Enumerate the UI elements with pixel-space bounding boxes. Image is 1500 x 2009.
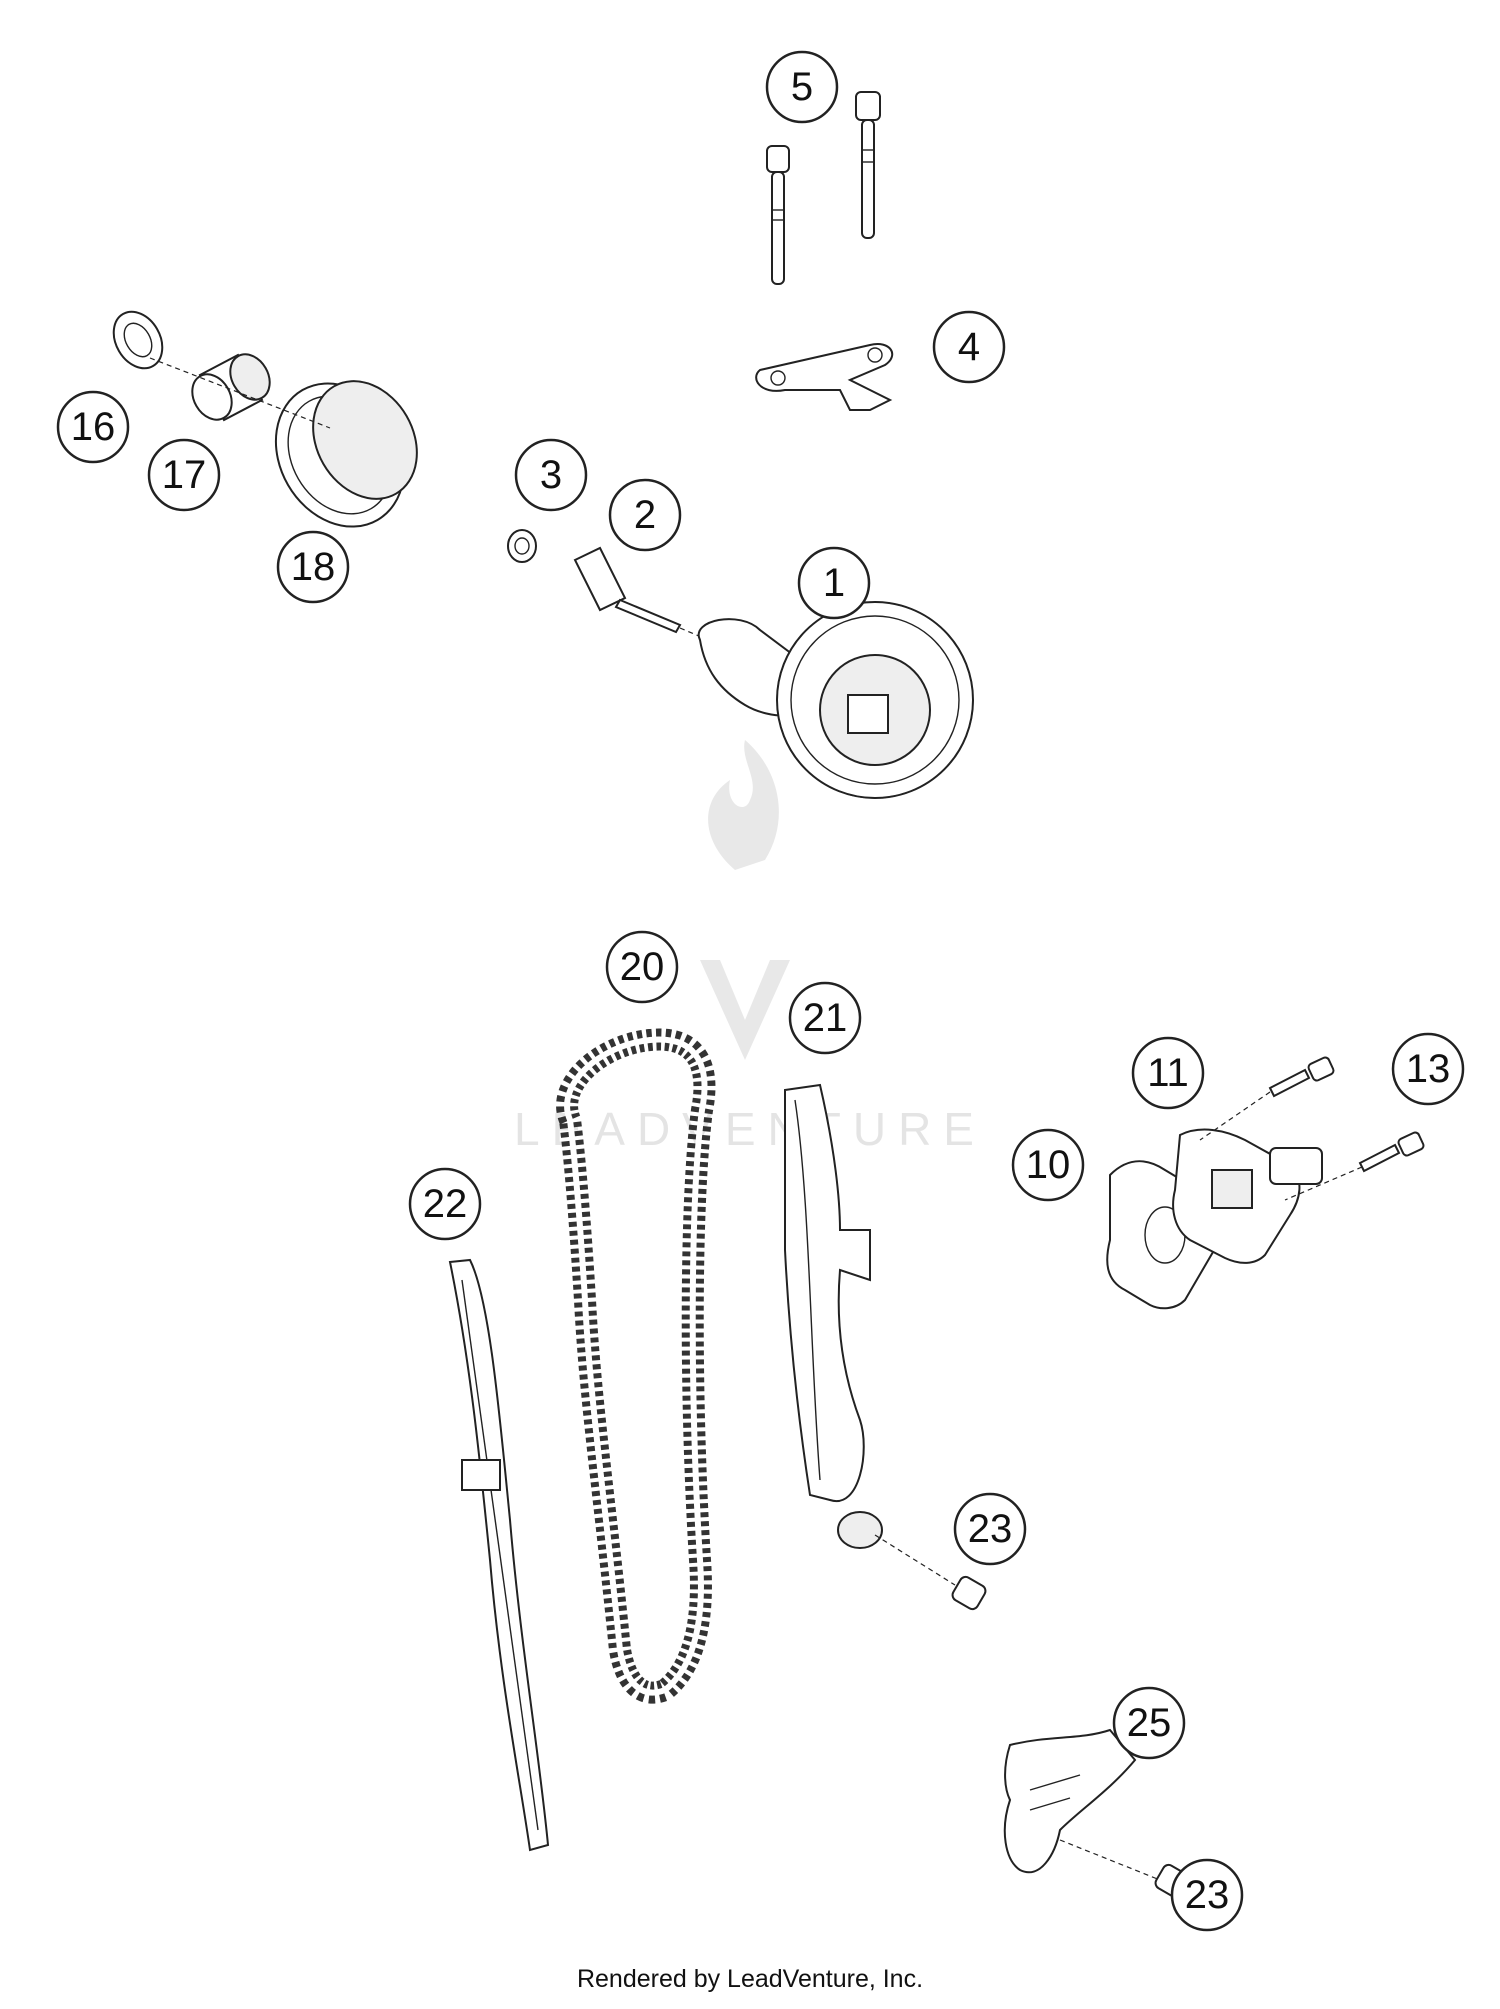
callout-2: 2	[608, 478, 682, 552]
part-4-bracket	[755, 343, 894, 411]
part-25-slide	[1003, 1728, 1137, 1874]
part-23-bolt-lower	[1059, 1839, 1190, 1899]
svg-text:20: 20	[620, 945, 665, 989]
svg-text:23: 23	[1185, 1873, 1230, 1917]
part-21-tensioner-rail	[784, 1083, 883, 1549]
part-5-bolts	[766, 91, 881, 285]
callout-25: 25	[1112, 1686, 1186, 1760]
callout-11: 11	[1131, 1036, 1205, 1110]
part-13-tensioner-bolts	[1199, 1056, 1425, 1201]
svg-text:1: 1	[823, 561, 845, 605]
svg-text:10: 10	[1026, 1143, 1071, 1187]
callout-13: 13	[1391, 1032, 1465, 1106]
part-1-camshaft	[697, 601, 974, 799]
part-22-guide-rail	[448, 1258, 550, 1852]
part-17-bearing	[191, 353, 271, 422]
callout-17: 17	[147, 438, 221, 512]
svg-text:4: 4	[958, 325, 980, 369]
svg-text:5: 5	[791, 65, 813, 109]
svg-text:3: 3	[540, 453, 562, 497]
svg-text:21: 21	[803, 996, 848, 1040]
part-23-bolt-upper	[874, 1534, 987, 1611]
callout-18: 18	[276, 530, 350, 604]
leadventure-watermark: LEADVENTURE	[514, 740, 986, 1155]
part-2-pin	[573, 546, 682, 634]
svg-text:25: 25	[1127, 1701, 1172, 1745]
callout-4: 4	[932, 310, 1006, 384]
svg-text:13: 13	[1406, 1047, 1451, 1091]
callout-5: 5	[765, 50, 839, 124]
callout-20: 20	[605, 930, 679, 1004]
part-18-ring	[274, 380, 418, 528]
svg-text:23: 23	[968, 1507, 1013, 1551]
svg-text:2: 2	[634, 493, 656, 537]
part-20-timing-chain	[556, 1028, 716, 1704]
part-11-tensioner	[1172, 1128, 1323, 1264]
svg-text:17: 17	[162, 453, 207, 497]
part-3-nut	[507, 529, 537, 563]
footer-credit: Rendered by LeadVenture, Inc.	[576, 1965, 924, 1993]
callout-1: 1	[797, 546, 871, 620]
watermark-text: LEADVENTURE	[514, 1103, 986, 1155]
svg-text:16: 16	[71, 405, 116, 449]
callout-23-lower: 23	[1170, 1858, 1244, 1932]
callout-22: 22	[408, 1167, 482, 1241]
callout-16: 16	[56, 390, 130, 464]
callout-21: 21	[788, 981, 862, 1055]
svg-text:18: 18	[291, 545, 336, 589]
callout-10: 10	[1011, 1128, 1085, 1202]
part-16-seal-ring	[112, 310, 164, 370]
svg-text:22: 22	[423, 1182, 468, 1226]
callout-23-upper: 23	[953, 1492, 1027, 1566]
svg-text:11: 11	[1147, 1051, 1189, 1095]
callout-3: 3	[514, 438, 588, 512]
